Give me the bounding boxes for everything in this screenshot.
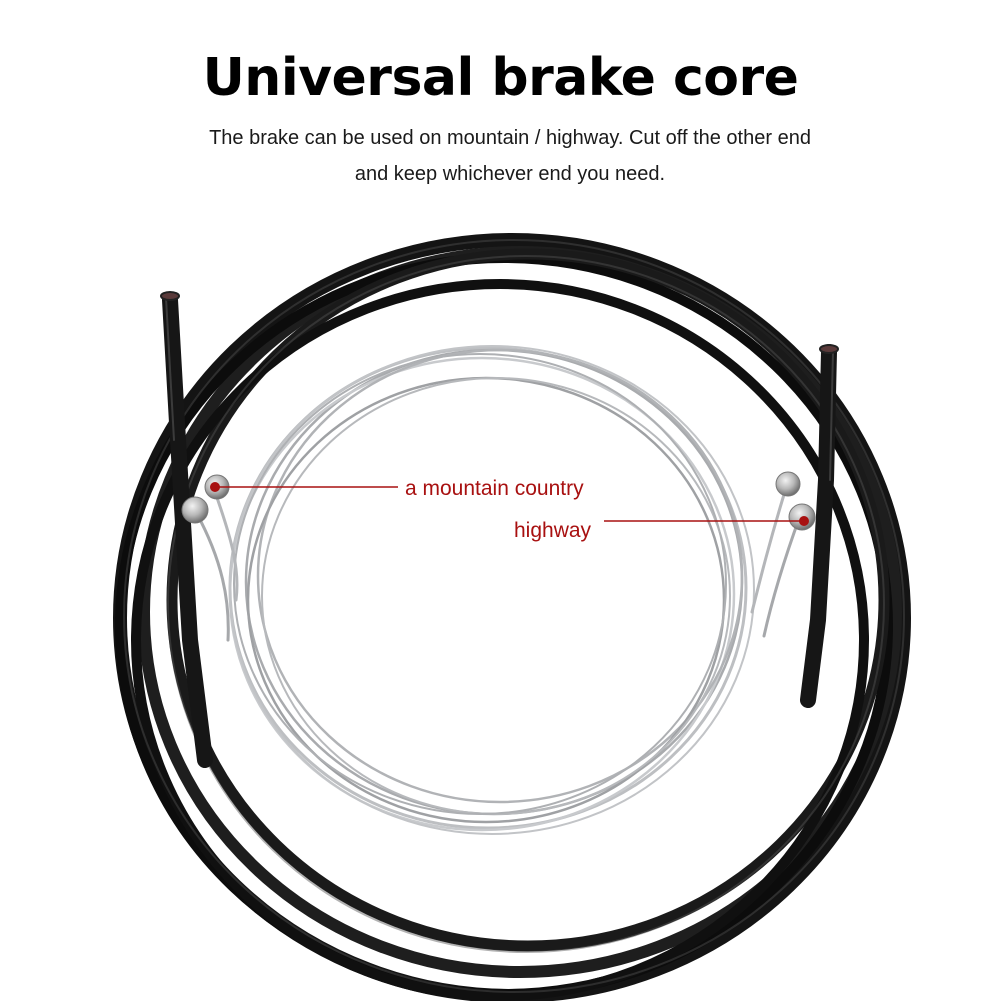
brake-housing bbox=[113, 233, 911, 1001]
page-subtitle: The brake can be used on mountain / high… bbox=[209, 127, 811, 185]
left-lower-nipple bbox=[181, 496, 209, 524]
highway-label: highway bbox=[514, 519, 592, 542]
mountain-label: a mountain country bbox=[405, 477, 584, 500]
callout-highway: highway bbox=[514, 516, 809, 542]
right-upper-nipple bbox=[775, 471, 801, 497]
page-title: Universal brake core bbox=[202, 48, 799, 108]
steel-inner-wire bbox=[194, 345, 802, 835]
callout-mountain: a mountain country bbox=[210, 477, 584, 500]
